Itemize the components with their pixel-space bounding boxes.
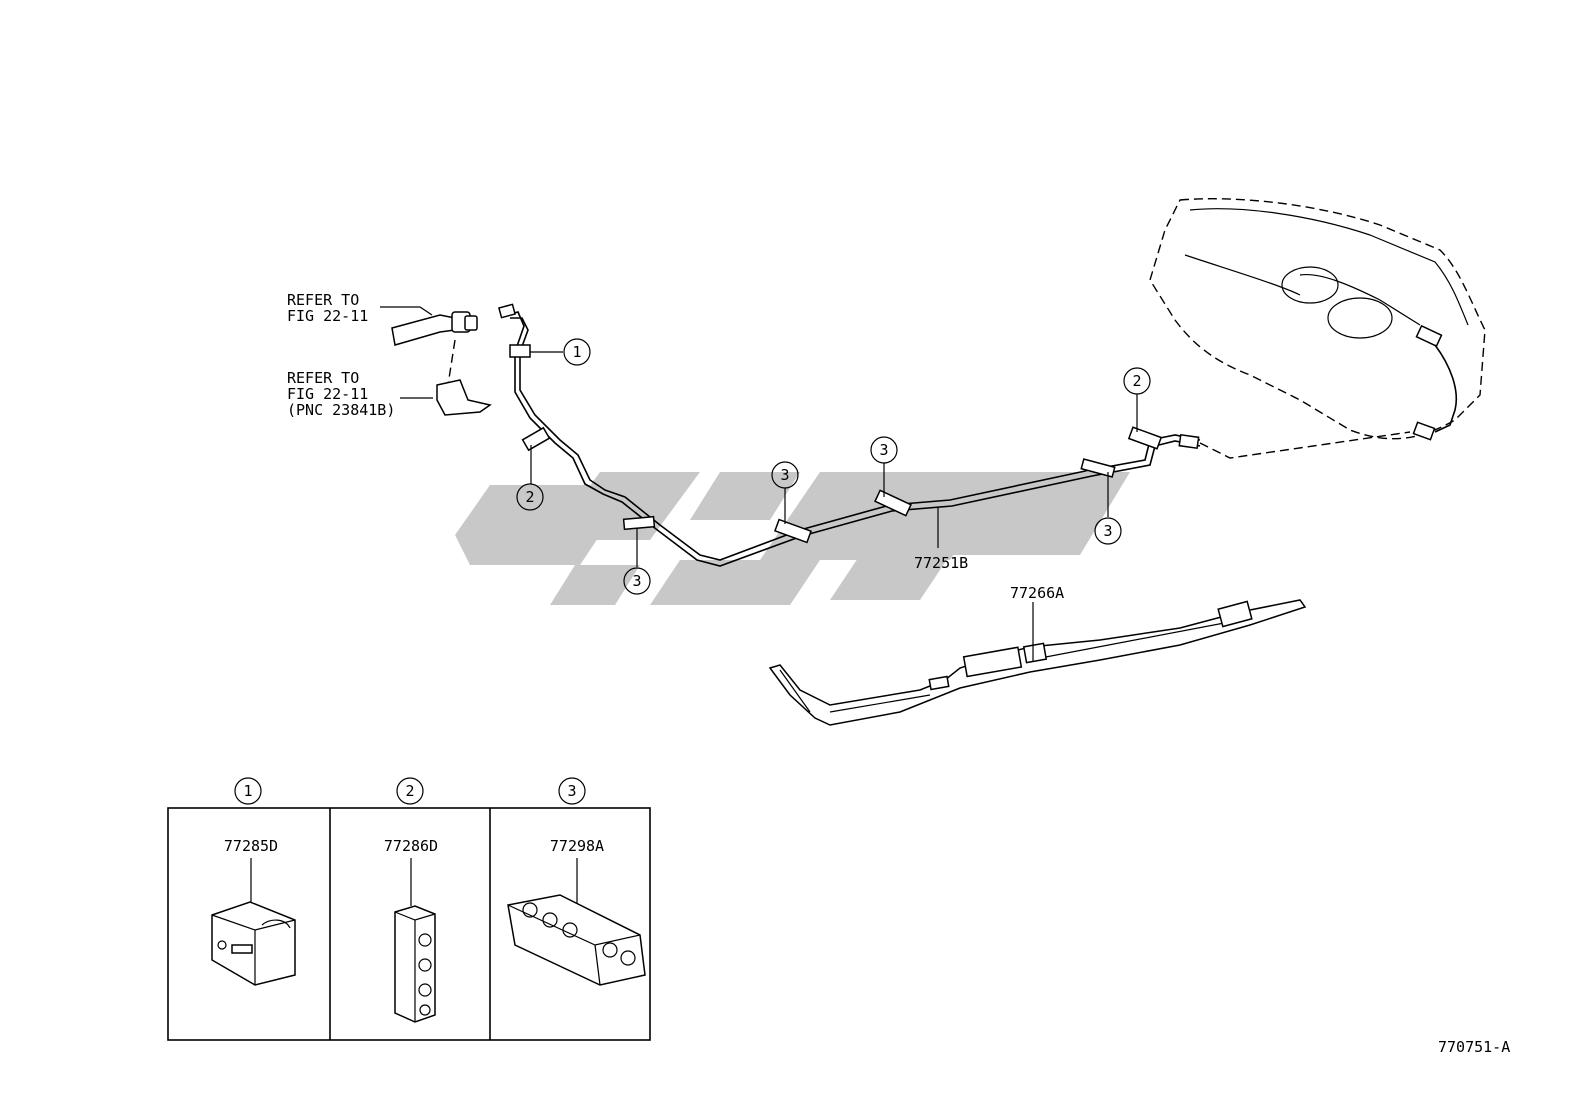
clamp-77286D-drawing xyxy=(394,858,436,1023)
svg-text:3: 3 xyxy=(780,466,789,484)
legend-marker-1: 1 xyxy=(234,777,262,805)
svg-text:2: 2 xyxy=(405,782,414,800)
svg-text:1: 1 xyxy=(243,782,252,800)
ref-1-line1: REFER TO xyxy=(287,291,359,309)
clamp-77298A-drawing xyxy=(507,858,646,986)
clamp-77285D-drawing xyxy=(211,858,296,986)
clamp-marker-1 xyxy=(509,344,531,358)
svg-text:3: 3 xyxy=(567,782,576,800)
legend-part-1: 77285D xyxy=(224,837,278,855)
clamp-marker-3a xyxy=(622,515,656,531)
watermark-logo xyxy=(455,472,1130,605)
callout-3-b: 3 xyxy=(771,461,799,489)
legend-marker-2: 2 xyxy=(396,777,424,805)
legend-part-2: 77286D xyxy=(384,837,438,855)
leader-lines xyxy=(530,351,1138,662)
hose-parts xyxy=(380,306,492,416)
tube-tank-link xyxy=(1199,431,1411,459)
svg-text:3: 3 xyxy=(1103,522,1112,540)
clamp-marker-2a xyxy=(521,426,551,452)
svg-text:2: 2 xyxy=(525,488,534,506)
protector-strip xyxy=(768,599,1307,726)
svg-text:2: 2 xyxy=(1132,372,1141,390)
fuel-tube-assembly xyxy=(498,303,1201,567)
clamp-marker-3b xyxy=(774,518,812,544)
svg-text:1: 1 xyxy=(572,343,581,361)
callout-3-c: 3 xyxy=(870,436,898,464)
clamp-marker-3d xyxy=(1080,458,1116,478)
legend-table: 1 2 3 77285D 77286D 77298A xyxy=(167,777,651,1041)
callout-3-d: 3 xyxy=(1094,517,1122,545)
legend-part-3: 77298A xyxy=(550,837,604,855)
figure-id: 770751-A xyxy=(1438,1038,1510,1056)
ref-2-line2: FIG 22-11 xyxy=(287,385,368,403)
callout-1-tube: 1 xyxy=(563,338,591,366)
svg-text:3: 3 xyxy=(879,441,888,459)
legend-marker-3: 3 xyxy=(558,777,586,805)
part-label-protector: 77266A xyxy=(1010,584,1064,602)
fuel-tank xyxy=(1149,198,1486,441)
callout-2-right: 2 xyxy=(1123,367,1151,395)
clamp-marker-2b xyxy=(1127,426,1163,450)
ref-2-line1: REFER TO xyxy=(287,369,359,387)
ref-1-line2: FIG 22-11 xyxy=(287,307,368,325)
callout-2-left: 2 xyxy=(516,483,544,511)
svg-text:3: 3 xyxy=(632,572,641,590)
callout-3-a: 3 xyxy=(623,567,651,595)
ref-2-line3: (PNC 23841B) xyxy=(287,401,395,419)
part-label-fuel-tube: 77251B xyxy=(914,554,968,572)
